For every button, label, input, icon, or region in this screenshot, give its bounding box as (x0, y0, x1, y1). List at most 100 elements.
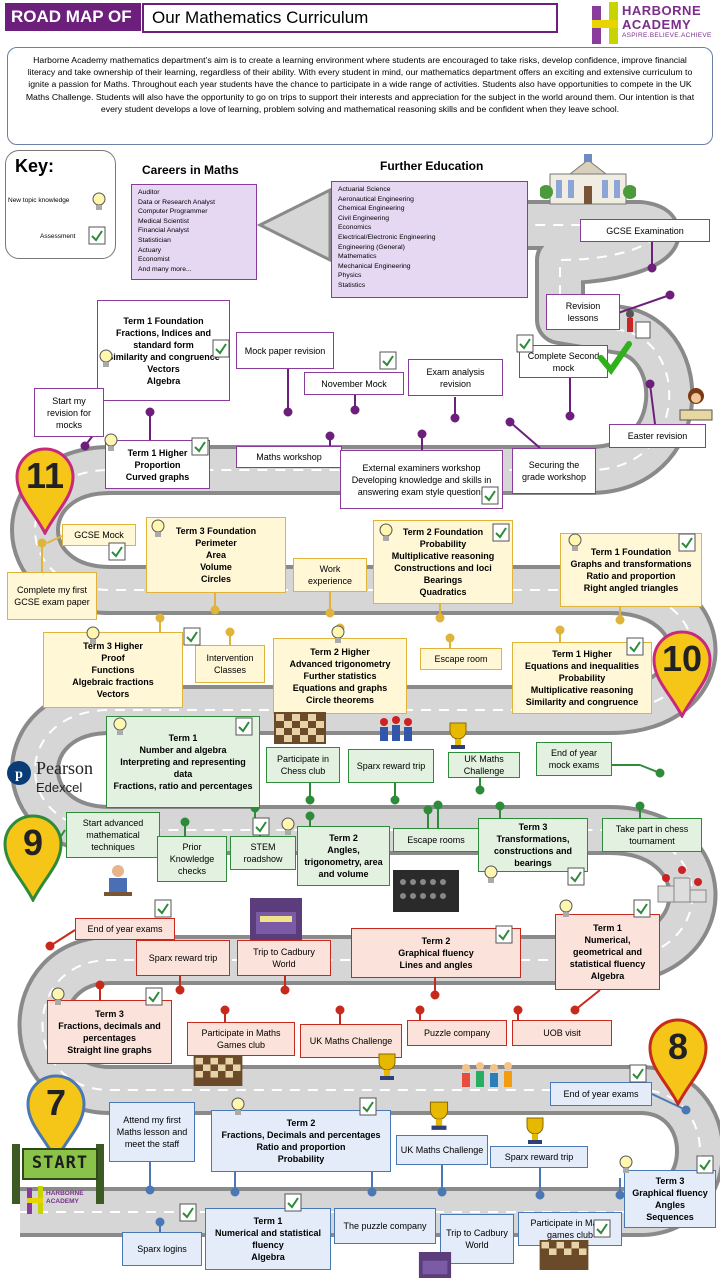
workshop-heading: External examiners workshop (362, 462, 481, 473)
further-education-item: Physics (338, 272, 362, 280)
topic: Circles (200, 574, 232, 584)
year10-term2-foundation: Term 2 Foundation Probability Multiplica… (373, 520, 513, 604)
page-title: Our Mathematics Curriculum (142, 3, 558, 33)
term-heading: Term 3 Foundation (175, 526, 257, 536)
intervention-classes: Intervention Classes (195, 645, 265, 683)
topic: Graphical fluency (632, 1188, 708, 1198)
term-heading: Term 3 (518, 822, 548, 832)
year7-term1: Term 1 Numerical and statistical fluency… (205, 1208, 331, 1270)
topic: Constructions and loci (394, 563, 492, 573)
year-8-label: 8 (667, 1026, 689, 1067)
topic: Vectors (147, 363, 180, 374)
topic: Numerical, geometrical and statistical f… (569, 935, 646, 969)
lightbulb-icon (92, 192, 106, 210)
topic: Ratio and proportion (256, 1142, 346, 1152)
year-9-label: 9 (22, 822, 44, 863)
podium-image (657, 866, 707, 903)
topic: Bearings (423, 575, 463, 585)
trophy-icon (449, 722, 467, 749)
university-building-icon (540, 154, 636, 205)
start-sign: START (8, 1144, 108, 1204)
puzzle-company: Puzzle company (407, 1020, 507, 1046)
key-panel: Key: New topic knowledge Assessment (5, 150, 116, 259)
topic: Angles (654, 1200, 685, 1210)
escape-room-lock-image (393, 870, 459, 912)
career-item: Statistician (138, 236, 171, 244)
start-advanced-techniques: Start advanced mathematical techniques (66, 812, 160, 858)
mock-paper-revision: Mock paper revision (236, 332, 334, 369)
sparx-reward-trip: Sparx reward trip (136, 940, 230, 976)
cadbury-world-image (418, 1252, 452, 1278)
topic: Proportion (134, 459, 181, 470)
career-item: Financial Analyst (138, 227, 190, 235)
term-heading: Term 1 (253, 1216, 283, 1226)
escape-rooms: Escape rooms (393, 828, 479, 852)
topic: Circle theorems (305, 695, 375, 705)
topic: Straight line graphs (67, 1045, 152, 1055)
further-education-item: Mathematics (338, 253, 377, 261)
sparx-reward-trip: Sparx reward trip (348, 749, 434, 783)
further-education-item: Economics (338, 224, 372, 232)
term-heading: Term 3 (655, 1176, 685, 1186)
small-logo-name-1: HARBORNE (46, 1190, 84, 1197)
topic: Transformations, constructions and beari… (493, 834, 572, 868)
maths-workshop: Maths workshop (236, 446, 342, 468)
prior-knowledge-checks: Prior Knowledge checks (157, 836, 227, 882)
participate-chess-club: Participate in Chess club (266, 747, 340, 783)
further-education-list: Actuarial Science Aeronautical Engineeri… (331, 181, 528, 298)
year-8-marker: 8 (648, 1016, 708, 1106)
checkmark-icon (598, 341, 632, 375)
cadbury-world-image (250, 898, 302, 940)
year-10-marker: 10 (652, 628, 712, 718)
november-mock: November Mock (304, 372, 404, 395)
further-education-item: Actuarial Science (338, 186, 391, 193)
workshop-detail: Developing knowledge and skills in answe… (351, 474, 492, 497)
year-10-label: 10 (661, 638, 703, 679)
term-heading: Term 2 Foundation (402, 527, 484, 537)
term-heading: Term 3 (95, 1009, 124, 1019)
term-heading: Term 1 (168, 733, 198, 743)
key-new-topic-label: New topic knowledge (8, 197, 70, 204)
uk-maths-challenge: UK Maths Challenge (300, 1024, 402, 1058)
uob-visit: UOB visit (512, 1020, 612, 1046)
further-education-item: Chemical Engineering (338, 205, 405, 213)
person-with-paper-image (626, 310, 651, 339)
logo-name-1: HARBORNE (622, 3, 702, 18)
further-education-item: Engineering (General) (338, 243, 405, 251)
topic: Further statistics (303, 671, 377, 681)
year-9-marker: 9 (3, 812, 63, 902)
term-heading: Term 2 Higher (310, 647, 370, 657)
end-of-year-exams: End of year exams (550, 1082, 652, 1106)
student-writing-image (679, 388, 713, 421)
svg-text:p: p (15, 767, 23, 782)
topic: Algebra (590, 971, 625, 981)
topic: Multiplicative reasoning (530, 685, 634, 695)
chess-board-image (539, 1240, 589, 1270)
topic: Algebra (251, 1252, 285, 1262)
year-11-label: 11 (25, 455, 65, 496)
children-group-image (462, 1062, 512, 1087)
topic: Quadratics (419, 587, 467, 597)
intro-text: Harborne Academy mathematics department’… (7, 47, 713, 145)
pearson-name: Pearson (36, 758, 93, 778)
year-7-marker: 7 (26, 1072, 86, 1162)
topic: Probability (419, 539, 467, 549)
further-education-item: Mechanical Engineering (338, 262, 411, 270)
securing-the-grade-workshop: Securing the grade workshop (512, 448, 596, 494)
year8-term2: Term 2 Graphical fluency Lines and angle… (351, 928, 521, 978)
topic: Fractions, Indices and standard form (115, 327, 212, 350)
term-heading: Term 2 (286, 1118, 316, 1128)
career-item: Computer Programmer (138, 208, 208, 216)
further-education-item: Statistics (338, 281, 366, 289)
topic: Ratio and proportion (586, 571, 676, 581)
key-assessment-label: Assessment (40, 233, 76, 240)
sparx-reward-trip: Sparx reward trip (490, 1146, 588, 1168)
topic: Vectors (96, 689, 130, 699)
term-heading: Term 2 (421, 936, 451, 946)
